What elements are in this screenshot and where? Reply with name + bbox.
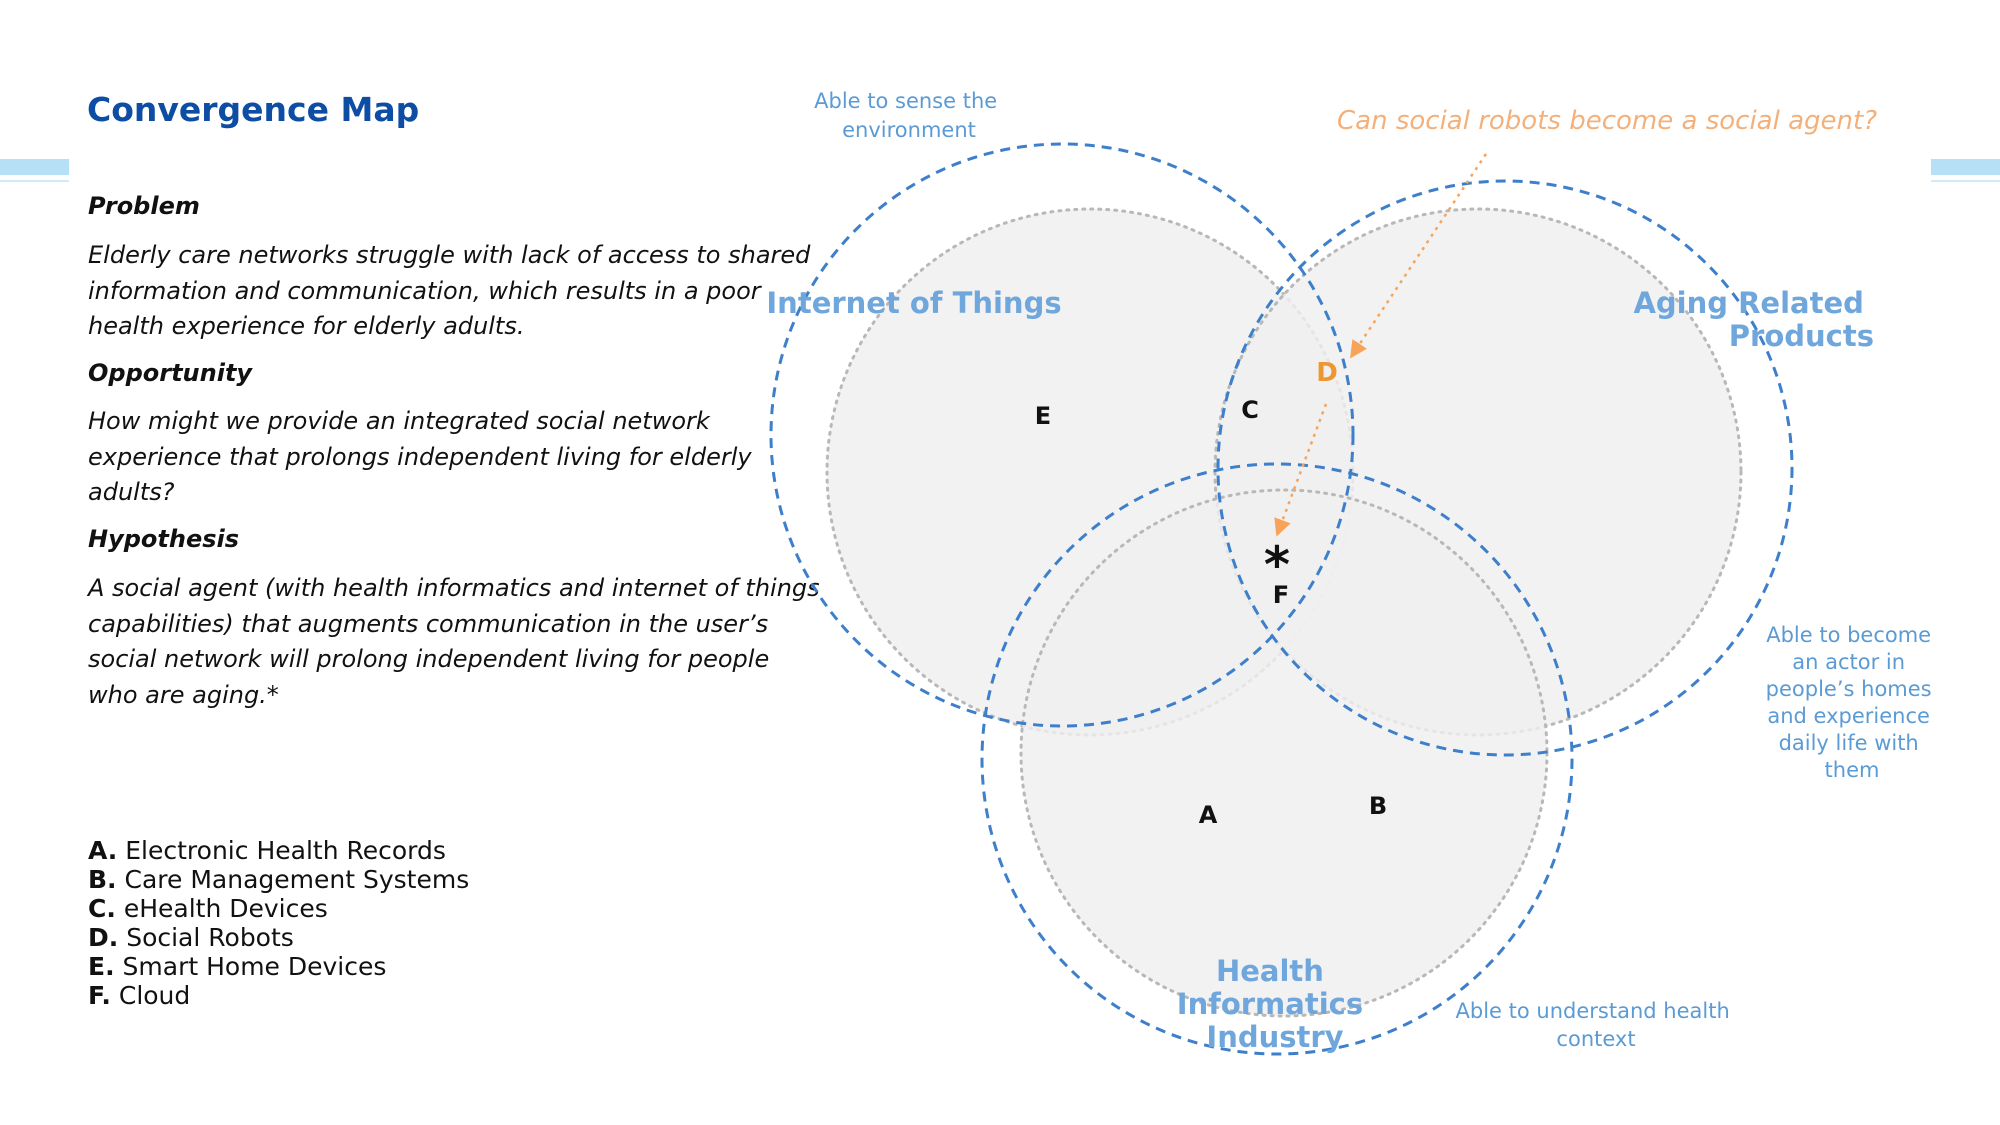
page-title: Convergence Map bbox=[87, 90, 420, 129]
legend-key: B. bbox=[88, 865, 117, 894]
actor-in-homes-note-line: Able to become bbox=[1766, 623, 1931, 647]
actor-in-homes-note-line: and experience bbox=[1767, 704, 1930, 728]
opportunity-line: experience that prolongs independent liv… bbox=[88, 442, 752, 471]
sense-environment-boundary bbox=[769, 142, 1355, 728]
legend-key: E. bbox=[88, 952, 115, 981]
hypothesis-line: A social agent (with health informatics … bbox=[88, 574, 820, 602]
legend-item: D. Social Robots bbox=[88, 923, 469, 952]
health-context-note-line: context bbox=[1556, 1027, 1635, 1051]
legend-item: F. Cloud bbox=[88, 981, 469, 1010]
legend-label: Electronic Health Records bbox=[125, 836, 446, 865]
health-informatics-label-line: Informatics bbox=[1177, 987, 1363, 1021]
point-label-c: C bbox=[1241, 396, 1259, 424]
problem-text: Elderly care networks struggle with lack… bbox=[88, 238, 810, 345]
health-context-boundary bbox=[980, 462, 1574, 1056]
health-context-note-line: Able to understand health bbox=[1456, 999, 1730, 1023]
legend-key: F. bbox=[88, 981, 111, 1010]
asterisk-center-marker: * bbox=[1264, 536, 1290, 594]
right-accent-line bbox=[1931, 180, 2000, 182]
actor-in-homes-note-line: people’s homes bbox=[1766, 677, 1932, 701]
health-informatics-label-line: Industry bbox=[1206, 1020, 1343, 1054]
legend-item: E. Smart Home Devices bbox=[88, 952, 469, 981]
health-informatics-label: Health Informatics Industry bbox=[1177, 954, 1373, 1054]
actor-in-homes-boundary bbox=[1216, 179, 1794, 757]
legend-label: eHealth Devices bbox=[123, 894, 328, 923]
point-label-f: F bbox=[1273, 581, 1289, 609]
legend-key: D. bbox=[88, 923, 119, 952]
opportunity-line: adults? bbox=[88, 478, 175, 506]
iot-label: Internet of Things bbox=[766, 286, 1061, 320]
hypothesis-line: capabilities) that augments communicatio… bbox=[88, 609, 769, 638]
legend-label: Smart Home Devices bbox=[122, 952, 387, 981]
legend-key: A. bbox=[88, 836, 118, 865]
problem-heading: Problem bbox=[88, 192, 200, 220]
legend-key: C. bbox=[88, 894, 116, 923]
opportunity-text: How might we provide an integrated socia… bbox=[88, 404, 752, 511]
hypothesis-line: social network will prolong independent … bbox=[88, 645, 770, 673]
question-text: Can social robots become a social agent? bbox=[1337, 106, 1877, 136]
legend-label: Care Management Systems bbox=[124, 865, 470, 894]
left-accent-bar bbox=[0, 159, 69, 175]
left-accent-line bbox=[0, 180, 69, 182]
aging-products-label: Aging Related Products bbox=[1633, 286, 1874, 353]
hypothesis-text: A social agent (with health informatics … bbox=[88, 571, 820, 713]
problem-line: Elderly care networks struggle with lack… bbox=[88, 241, 811, 269]
actor-in-homes-note-line: them bbox=[1825, 758, 1880, 782]
point-label-d: D bbox=[1316, 358, 1338, 388]
problem-line: information and communication, which res… bbox=[88, 276, 761, 305]
legend-label: Social Robots bbox=[126, 923, 294, 952]
legend-list: A. Electronic Health Records B. Care Man… bbox=[88, 836, 469, 1010]
question-to-d-arrow bbox=[1349, 153, 1488, 359]
legend-label: Cloud bbox=[118, 981, 191, 1010]
actor-in-homes-note: Able to become an actor in people’s home… bbox=[1766, 623, 1939, 782]
right-accent-bar bbox=[1931, 159, 2000, 175]
hypothesis-heading: Hypothesis bbox=[88, 525, 240, 553]
legend-item: A. Electronic Health Records bbox=[88, 836, 469, 865]
opportunity-line: How might we provide an integrated socia… bbox=[88, 407, 710, 435]
hypothesis-line: who are aging.* bbox=[88, 680, 279, 709]
sense-environment-note: Able to sense the environment bbox=[814, 89, 1004, 142]
legend-item: C. eHealth Devices bbox=[88, 894, 469, 923]
point-label-e: E bbox=[1035, 402, 1051, 430]
health-informatics-label-line: Health bbox=[1216, 954, 1324, 988]
actor-in-homes-note-line: an actor in bbox=[1792, 650, 1905, 674]
actor-in-homes-note-line: daily life with bbox=[1779, 731, 1919, 755]
problem-line: health experience for elderly adults. bbox=[88, 312, 525, 340]
sense-environment-note-line: environment bbox=[842, 118, 976, 142]
aging-products-label-line: Products bbox=[1729, 319, 1874, 353]
point-label-a: A bbox=[1199, 801, 1218, 829]
sense-environment-note-line: Able to sense the bbox=[814, 89, 997, 113]
legend-item: B. Care Management Systems bbox=[88, 865, 469, 894]
opportunity-heading: Opportunity bbox=[88, 359, 253, 387]
health-context-note: Able to understand health context bbox=[1456, 999, 1737, 1051]
point-label-b: B bbox=[1369, 792, 1387, 820]
aging-products-label-line: Aging Related bbox=[1633, 286, 1863, 320]
